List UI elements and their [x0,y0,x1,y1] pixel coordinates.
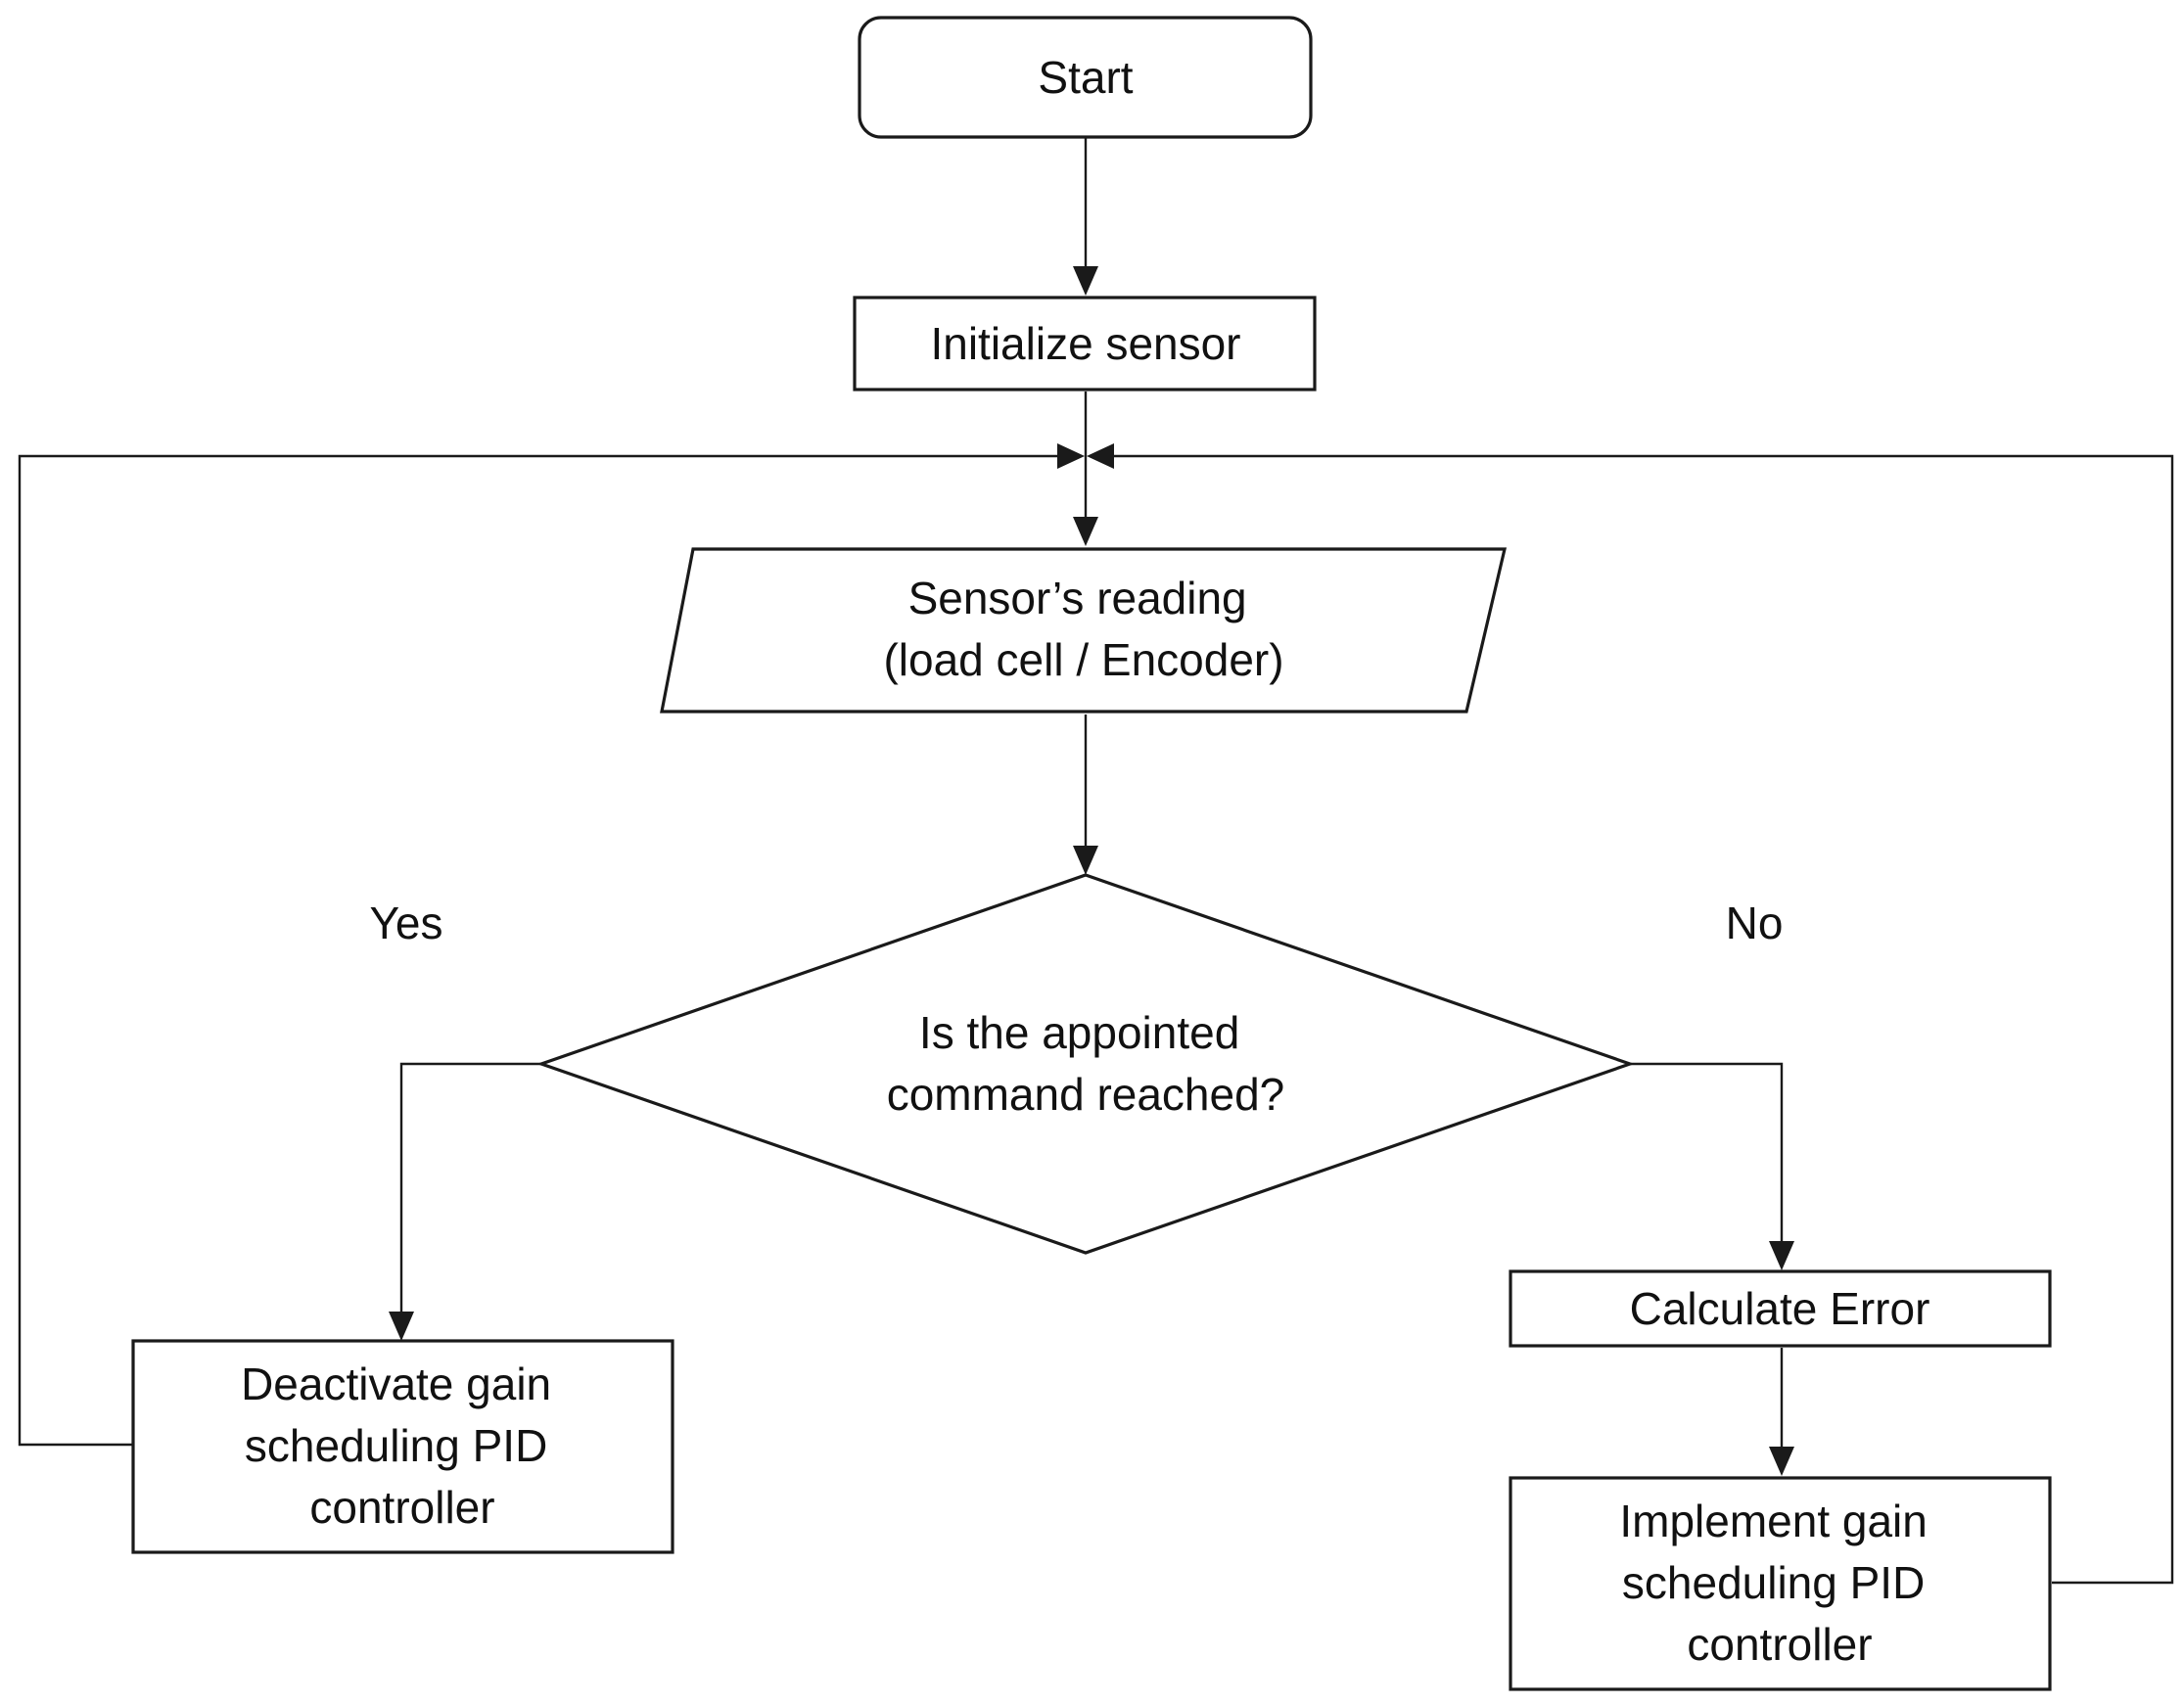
deactivate-label-line-2: scheduling PID [245,1420,547,1471]
implement-process-shape [1509,1476,2052,1691]
decision-label: Is the appointed command reached? [887,1007,1285,1120]
start-terminator-shape [858,16,1313,139]
arrowhead-calculate [1769,1241,1794,1270]
implement-label-line-2: scheduling PID [1622,1557,1925,1608]
implement-label: Implement gain scheduling PID controller [1619,1496,1939,1670]
arrowhead-implement [1769,1447,1794,1476]
branch-label-no: No [1726,898,1784,948]
implement-label-line-1: Implement gain [1619,1496,1928,1546]
decision-label-line-1: Is the appointed [919,1007,1239,1058]
decision-label-line-2: command reached? [887,1069,1285,1120]
branch-label-yes: Yes [369,898,442,948]
arrowhead-deactivate [389,1312,414,1341]
node-calculate-error: Calculate Error [1509,1269,2052,1348]
deactivate-label-line-1: Deactivate gain [241,1359,551,1409]
implement-label-line-3: controller [1687,1619,1872,1670]
deactivate-label: Deactivate gain scheduling PID controlle… [241,1359,564,1533]
node-deactivate: Deactivate gain scheduling PID controlle… [131,1339,674,1554]
edge-deactivate-loop-back [18,454,1057,1447]
start-label: Start [1038,52,1133,103]
arrowhead-loop-left [1057,443,1085,469]
calculate-label: Calculate Error [1630,1283,1930,1334]
node-initialize-sensor: Initialize sensor [853,296,1317,391]
calculate-process-shape [1509,1269,2052,1348]
node-sensor-reading: Sensor’s reading (load cell / Encoder) [660,547,1508,714]
initialize-label: Initialize sensor [930,318,1240,369]
node-implement: Implement gain scheduling PID controller [1509,1476,2052,1691]
edge-implement-loop-back [1114,454,2174,1585]
edge-decision-to-deactivate [399,1062,541,1312]
arrowhead-decision [1073,846,1098,875]
decision-diamond-shape [536,873,1635,1255]
edge-decision-to-calculate [1630,1062,1784,1241]
arrowhead-reading [1073,517,1098,546]
node-decision: Is the appointed command reached? [536,873,1635,1255]
arrowhead-loop-right [1087,443,1114,469]
node-start: Start [858,16,1313,139]
arrowhead-initialize [1073,266,1098,296]
reading-label-line-2: (load cell / Encoder) [883,634,1283,685]
initialize-process-shape [853,296,1317,391]
reading-label-line-1: Sensor’s reading [908,573,1247,623]
deactivate-process-shape [131,1339,674,1554]
connectors [18,137,2174,1585]
reading-io-shape [660,547,1508,714]
deactivate-label-line-3: controller [309,1482,494,1533]
reading-label: Sensor’s reading (load cell / Encoder) [883,573,1283,685]
